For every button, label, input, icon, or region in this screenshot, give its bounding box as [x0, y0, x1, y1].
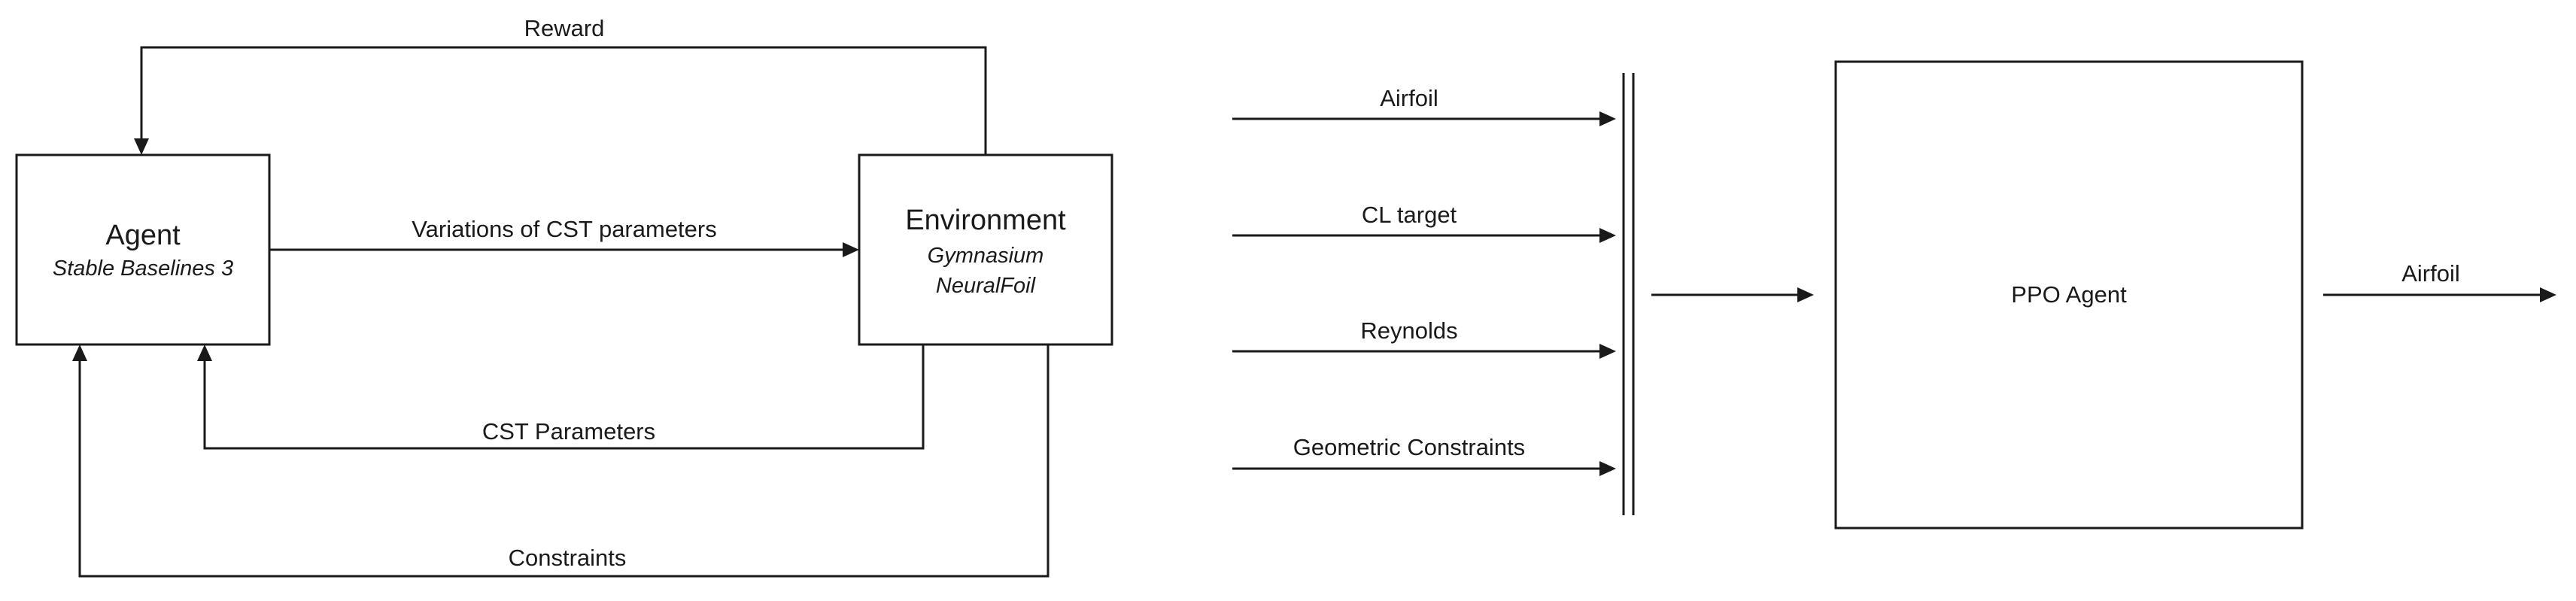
- cst-parameters-arrow: [197, 345, 925, 450]
- input-label-geometric-constraints: Geometric Constraints: [1293, 434, 1525, 460]
- input-arrow-airfoil: [1232, 111, 1616, 126]
- variations-label: Variations of CST parameters: [412, 216, 716, 242]
- constraints-arrow: [72, 345, 1050, 578]
- input-arrow-geometric-constraints: [1232, 461, 1616, 476]
- ppo-agent-block: PPO Agent: [1834, 60, 2304, 530]
- variations-arrow: [269, 242, 859, 257]
- environment-subtitle-neuralfoil: NeuralFoil: [936, 274, 1037, 298]
- ppo-agent-label: PPO Agent: [2011, 281, 2127, 308]
- reward-arrow: [134, 46, 987, 155]
- agent-subtitle: Stable Baselines 3: [53, 256, 233, 281]
- output-label-airfoil: Airfoil: [2401, 260, 2460, 287]
- agent-title: Agent: [105, 220, 181, 251]
- constraints-label: Constraints: [509, 545, 627, 571]
- input-label-airfoil: Airfoil: [1380, 85, 1438, 111]
- environment-block: Environment Gymnasium NeuralFoil: [858, 153, 1113, 346]
- concatenation-bar: [1622, 73, 1635, 515]
- cst-parameters-label: CST Parameters: [482, 418, 655, 445]
- input-label-reynolds: Reynolds: [1360, 317, 1457, 344]
- output-arrow-airfoil: [2323, 287, 2556, 302]
- environment-title: Environment: [905, 205, 1066, 236]
- environment-subtitle-gymnasium: Gymnasium: [928, 244, 1044, 268]
- input-label-cl-target: CL target: [1362, 202, 1457, 228]
- input-arrow-cl-target: [1232, 228, 1616, 243]
- agent-input-arrow: [1651, 287, 1814, 302]
- input-arrow-reynolds: [1232, 344, 1616, 359]
- reward-label: Reward: [524, 15, 605, 41]
- agent-block: Agent Stable Baselines 3: [15, 153, 271, 346]
